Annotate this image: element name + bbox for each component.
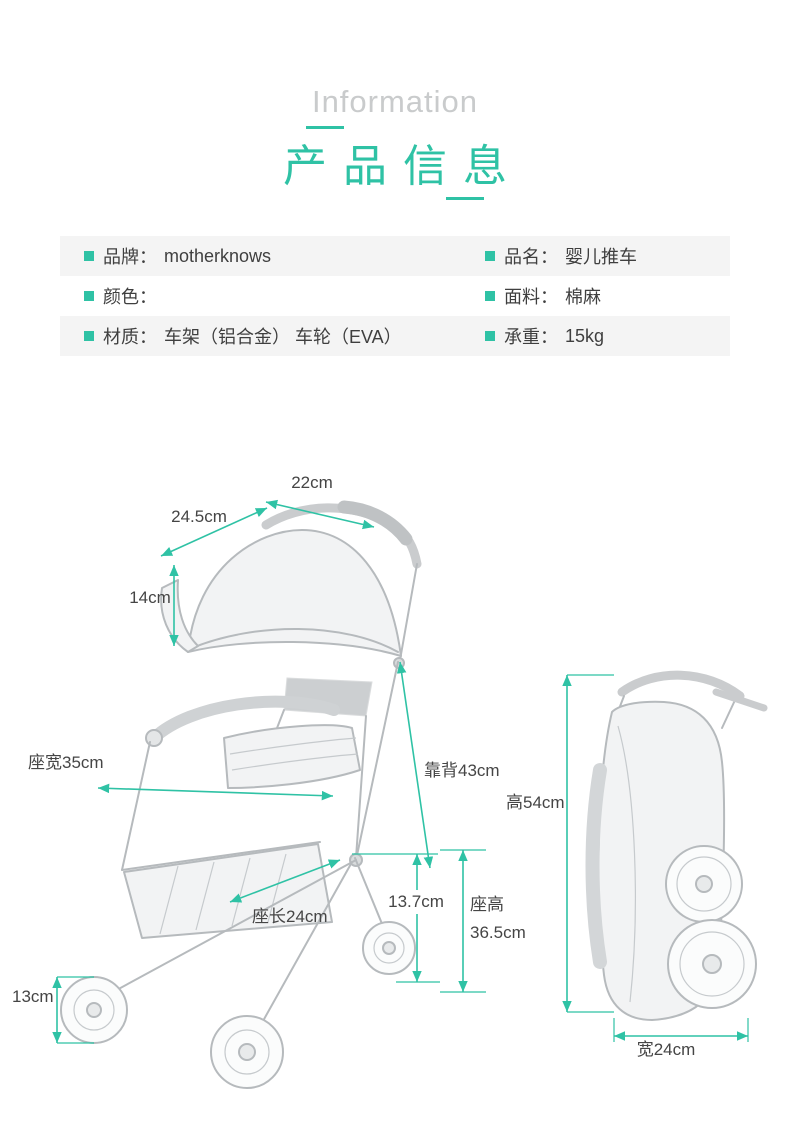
spec-value: 15kg bbox=[565, 325, 605, 346]
subtitle-english: Information bbox=[311, 84, 479, 119]
folded-handle bbox=[617, 670, 745, 701]
dim-label-wheel-diameter: 13cm bbox=[12, 987, 54, 1006]
title-decoration-bottom bbox=[446, 197, 484, 200]
dimension-lines bbox=[52, 499, 749, 1044]
spec-cell-fabric: 面料： 棉麻 bbox=[485, 283, 730, 309]
stroller-side-view bbox=[60, 500, 422, 1089]
spec-label: 材质： bbox=[103, 327, 157, 347]
dim-label-folded-width: 宽24cm bbox=[637, 1040, 696, 1059]
spec-value: 车架（铝合金） 车轮（EVA） bbox=[164, 327, 402, 347]
dim-label-seat-length: 座长24cm bbox=[252, 907, 328, 926]
dim-label-front-wheel-height: 13.7cm bbox=[388, 892, 444, 911]
dim-label-canopy-height: 14cm bbox=[129, 588, 171, 607]
spec-value: 棉麻 bbox=[565, 287, 601, 307]
spec-row-material: 材质： 车架（铝合金） 车轮（EVA） 承重： 15kg bbox=[60, 316, 730, 356]
spec-cell-material: 材质： 车架（铝合金） 车轮（EVA） bbox=[60, 323, 485, 349]
dim-label-folded-height: 高54cm bbox=[506, 793, 565, 812]
bullet-square-icon bbox=[84, 251, 94, 261]
dimension-diagram: 22cm 24.5cm 14cm 座宽35cm 靠背43cm 13.7cm 座高… bbox=[0, 470, 790, 1129]
dim-label-seat-height-value: 36.5cm bbox=[470, 923, 526, 942]
spec-label: 承重： bbox=[504, 327, 558, 347]
spec-label: 品牌： bbox=[103, 247, 157, 267]
bullet-square-icon bbox=[84, 331, 94, 341]
bumper-bar bbox=[148, 695, 340, 744]
title-decoration-top bbox=[306, 126, 344, 129]
spec-label: 面料： bbox=[504, 287, 558, 307]
spec-cell-color: 颜色： bbox=[60, 283, 485, 309]
spec-label: 颜色： bbox=[103, 287, 157, 307]
dimension-labels: 22cm 24.5cm 14cm 座宽35cm 靠背43cm 13.7cm 座高… bbox=[12, 473, 695, 1059]
dim-label-seat-height: 座高 bbox=[470, 895, 504, 914]
seat-cushion bbox=[223, 724, 361, 789]
dim-label-handle-width: 22cm bbox=[291, 473, 333, 492]
page-title: 产品信息 bbox=[283, 142, 523, 191]
bullet-square-icon bbox=[485, 331, 495, 341]
spec-value: 婴儿推车 bbox=[565, 247, 637, 267]
diagram-svg: 22cm 24.5cm 14cm 座宽35cm 靠背43cm 13.7cm 座高… bbox=[12, 473, 768, 1089]
spec-row-color: 颜色： 面料： 棉麻 bbox=[60, 276, 730, 316]
dim-label-canopy-slant: 24.5cm bbox=[171, 507, 227, 526]
spec-cell-brand: 品牌： motherknows bbox=[60, 243, 485, 269]
bullet-square-icon bbox=[485, 291, 495, 301]
dim-label-backrest: 靠背43cm bbox=[424, 761, 500, 780]
bullet-square-icon bbox=[485, 251, 495, 261]
specs-table: 品牌： motherknows 品名： 婴儿推车 颜色： 面料： 棉麻 bbox=[60, 236, 730, 356]
spec-cell-product-name: 品名： 婴儿推车 bbox=[485, 243, 730, 269]
stroller-folded-view bbox=[585, 670, 768, 1021]
spec-row-brand: 品牌： motherknows 品名： 婴儿推车 bbox=[60, 236, 730, 276]
spec-value: motherknows bbox=[164, 245, 272, 266]
bullet-square-icon bbox=[84, 291, 94, 301]
spec-label: 品名： bbox=[504, 247, 558, 267]
spec-cell-load: 承重： 15kg bbox=[485, 323, 730, 349]
dim-label-seat-width: 座宽35cm bbox=[28, 753, 104, 772]
